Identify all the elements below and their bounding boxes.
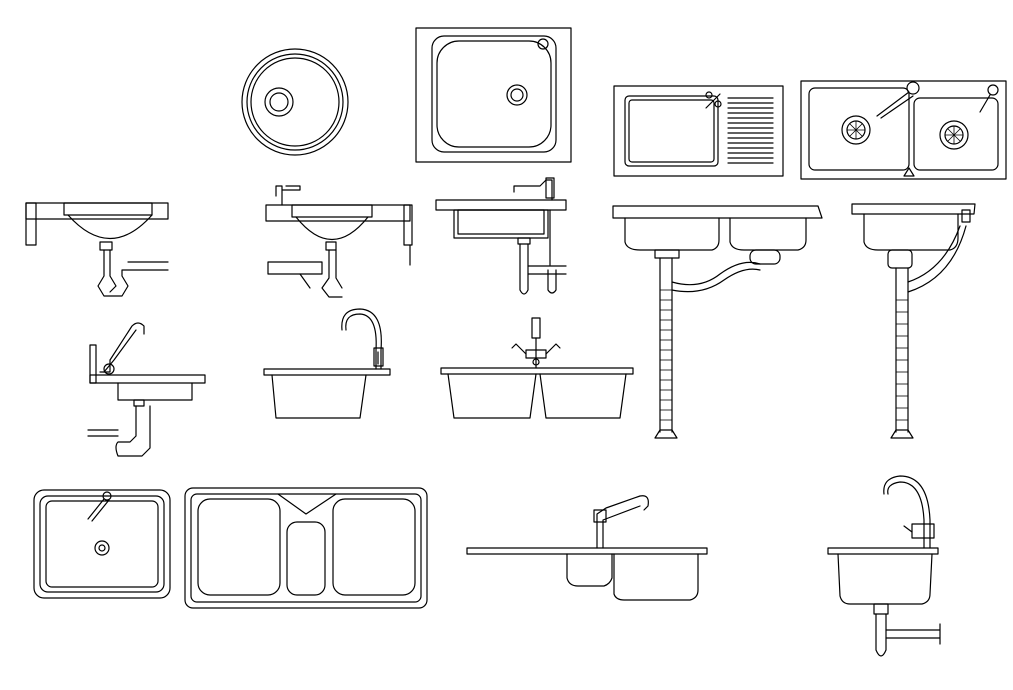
- double-sink-plan: [800, 80, 1007, 180]
- round-sink-plan: [241, 48, 349, 156]
- corrugated-hose: [896, 299, 908, 421]
- sink-with-drainboard-plan: [613, 85, 784, 177]
- vanity-sink-section: [25, 202, 169, 297]
- undermount-double-sink-elevation: [466, 495, 708, 601]
- double-bowl-with-mixer-tap: [440, 317, 634, 419]
- three-bowl-sink-plan: [184, 487, 428, 609]
- single-bowl-with-gooseneck-tap: [263, 308, 391, 419]
- double-sink-elevation-with-drain-hose: [612, 205, 823, 439]
- vanity-sink-section-with-tap: [265, 185, 413, 298]
- single-sink-elevation-with-drain-hose: [851, 203, 976, 439]
- wall-sink-with-tap-section: [87, 322, 206, 457]
- drainboard-ribs: [727, 97, 774, 164]
- corrugated-hose: [660, 289, 672, 421]
- drain-strainer-slots: [847, 121, 963, 144]
- bowl-with-tap-and-trap-elevation: [827, 475, 941, 657]
- square-sink-section-with-tap: [435, 177, 567, 295]
- square-sink-plan: [415, 27, 572, 163]
- rectangular-sink-plan: [33, 489, 171, 599]
